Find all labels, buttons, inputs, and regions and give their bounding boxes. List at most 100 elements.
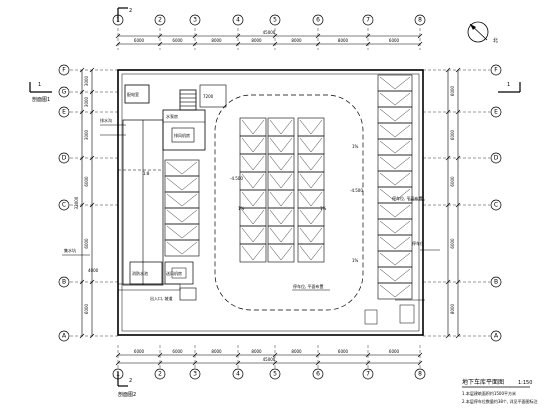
- parking-stall-left: [164, 191, 200, 209]
- grid-bubble-row-right: A: [490, 330, 502, 342]
- parking-stall-col1: [239, 225, 267, 245]
- dim-tick: [417, 352, 423, 358]
- dim-tick: [445, 67, 451, 73]
- parking-stall-col3: [297, 171, 325, 191]
- title-block: 地下车库平面图 1:150 1.本层建筑面积约1500平方米 2.本层停车位数量…: [462, 378, 537, 404]
- dim-tick: [365, 33, 371, 39]
- room-label-1: 配电室: [127, 91, 139, 97]
- parking-stall-col2: [267, 135, 295, 155]
- section-marker-top: 2: [117, 7, 132, 22]
- dim-tick: [417, 33, 423, 39]
- slope-label-4: 1%: [352, 258, 359, 263]
- grid-bubble-row-left: F: [58, 64, 70, 76]
- dim-tick: [272, 352, 278, 358]
- dim-bottom-label: 6000: [338, 349, 349, 354]
- dim-left-label: 6000: [84, 303, 89, 314]
- dim-tick: [79, 333, 85, 339]
- parking-stall-col3: [297, 135, 325, 155]
- grid-bubble-row-right: D: [490, 152, 502, 164]
- dim-tick: [417, 41, 423, 47]
- parking-stall-right: [377, 234, 413, 252]
- parking-stall-right: [377, 74, 413, 92]
- parking-stall-col3: [297, 225, 325, 245]
- grid-bubble-col-bottom: 5: [269, 368, 281, 380]
- dim-top-total: 45000: [263, 30, 276, 35]
- grid-bubble-col-top: 3: [189, 14, 201, 26]
- dim-top-label: 6000: [134, 38, 145, 43]
- dim-tick: [455, 333, 461, 339]
- svg-text:2: 2: [158, 17, 162, 24]
- dim-left-total: 32000: [74, 196, 79, 209]
- parking-stall-col1: [239, 135, 267, 155]
- dim-bottom-label: 8000: [251, 349, 262, 354]
- dim-tick: [315, 41, 321, 47]
- room-label-5: 送风机房: [166, 270, 182, 276]
- dim-tick: [315, 352, 321, 358]
- parking-stall-right: [377, 154, 413, 172]
- dim-tick: [445, 279, 451, 285]
- north-label: 北: [493, 37, 498, 44]
- grid-bubble-row-right: E: [490, 106, 502, 118]
- dim-tick: [315, 360, 321, 366]
- dim-tick: [89, 109, 95, 115]
- parking-stall-left: [164, 239, 200, 257]
- grid-bubble-col-top: 7: [362, 14, 374, 26]
- grid-bubble-row-left: C: [58, 199, 70, 211]
- dim-tick: [455, 279, 461, 285]
- parking-note-center: 停车位, 平面布置: [293, 283, 324, 289]
- dim-bottom-label: 6000: [389, 349, 400, 354]
- grid-bubble-col-bottom: 4: [232, 368, 244, 380]
- grid-bubble-row-left: G: [58, 86, 70, 98]
- dim-7200-label: 7200: [203, 94, 214, 99]
- svg-text:D: D: [62, 155, 67, 162]
- grid-bubble-row-right: F: [490, 64, 502, 76]
- dim-left-label: 3000: [84, 75, 89, 86]
- dim-tick: [157, 360, 163, 366]
- dim-top-label: 8000: [291, 38, 302, 43]
- slope-label-2: 1%: [320, 206, 327, 211]
- grid-bubble-row-left: A: [58, 330, 70, 342]
- dim-right-label: 8000: [450, 303, 455, 314]
- static-linework: [62, 35, 459, 364]
- dim-tick: [455, 202, 461, 208]
- svg-text:6: 6: [316, 17, 320, 24]
- grid-bubble-col-top: 2: [154, 14, 166, 26]
- room-label-3: 排风机房: [174, 132, 190, 138]
- parking-stall-right: [377, 218, 413, 236]
- dim-tick: [89, 89, 95, 95]
- parking-stall-right: [377, 138, 413, 156]
- svg-text:6: 6: [316, 371, 320, 378]
- grid-bubble-row-right: B: [490, 276, 502, 288]
- svg-text:7: 7: [366, 371, 370, 378]
- parking-stall-right: [377, 122, 413, 140]
- dim-tick: [79, 202, 85, 208]
- dim-bottom-label: 8000: [211, 349, 222, 354]
- slope-label-1: 1%: [238, 206, 245, 211]
- svg-text:4: 4: [236, 371, 240, 378]
- dim-tick: [417, 360, 423, 366]
- dim-tick: [235, 41, 241, 47]
- dim-tick: [79, 67, 85, 73]
- parking-stall-col1: [239, 153, 267, 173]
- parking-stall-col1: [239, 117, 267, 137]
- grid-bubble-col-bottom: 2: [154, 368, 166, 380]
- parking-stall-right: [377, 202, 413, 220]
- dim-tick: [445, 202, 451, 208]
- grid-bubble-col-top: 6: [312, 14, 324, 26]
- dim-top-label: 6000: [172, 38, 183, 43]
- svg-text:F: F: [62, 67, 66, 74]
- parking-stall-col3: [297, 117, 325, 137]
- ramp-label: 1:8: [143, 171, 150, 176]
- dim-bottom-label: 6000: [134, 349, 145, 354]
- grid-bubble-col-bottom: 8: [414, 368, 426, 380]
- grid-bubble-col-bottom: 3: [189, 368, 201, 380]
- parking-stall-right: [377, 266, 413, 284]
- grid-bubble-row-left: B: [58, 276, 70, 288]
- dim-tick: [272, 41, 278, 47]
- dim-tick: [115, 41, 121, 47]
- parking-note-right: 停车位, 平面布置: [392, 195, 423, 201]
- note-1: 1.本层建筑面积约1500平方米: [462, 390, 516, 396]
- dim-tick: [157, 41, 163, 47]
- grid-bubble-col-top: 5: [269, 14, 281, 26]
